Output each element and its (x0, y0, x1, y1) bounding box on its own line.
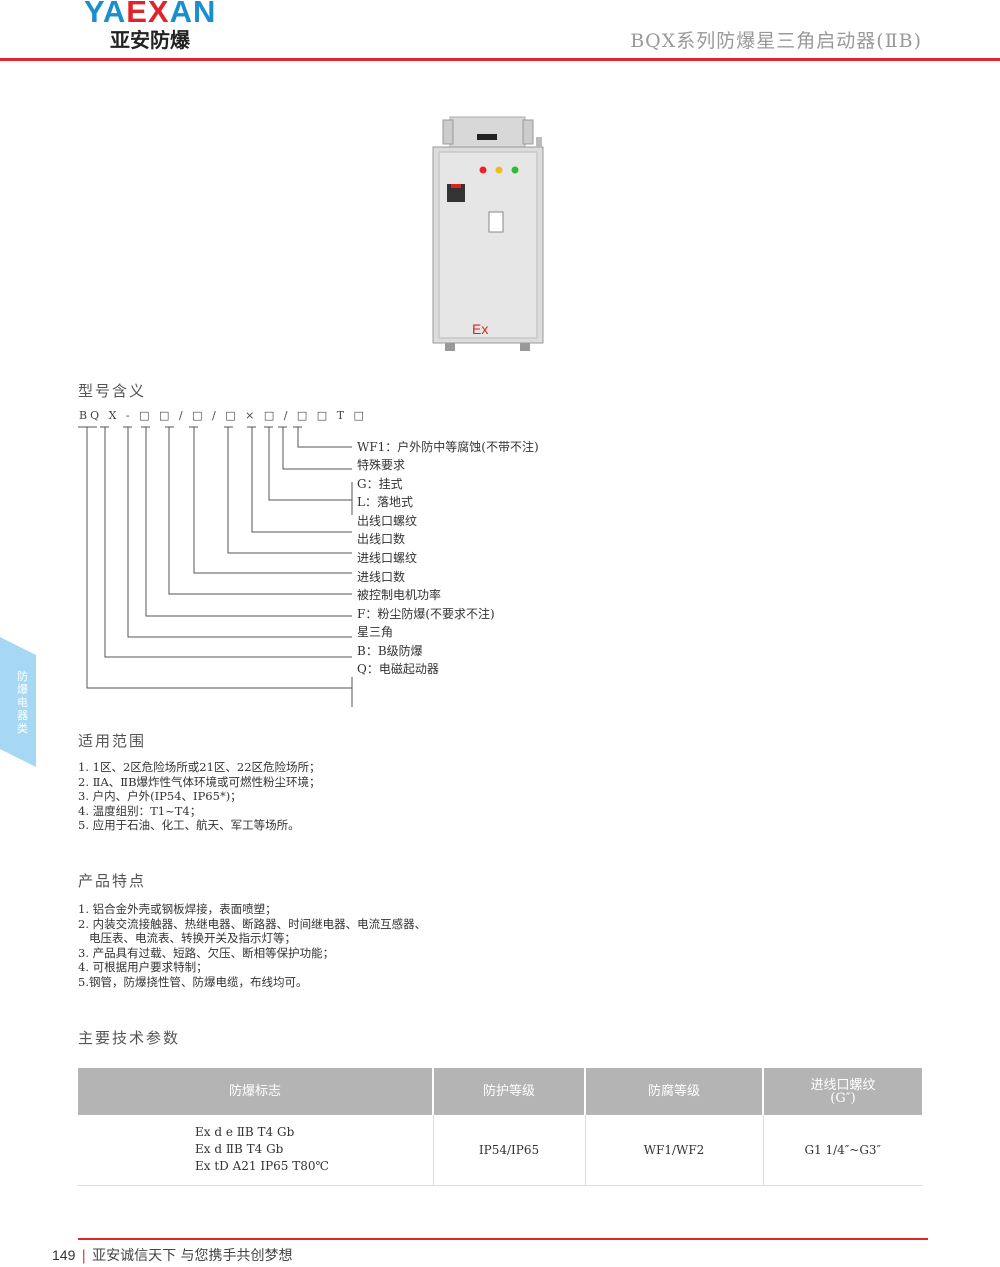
model-label: 出线口螺纹 (357, 514, 418, 528)
scope-item: 4. 温度组别：T1~T4； (78, 803, 202, 818)
leader-wf1 (297, 427, 352, 448)
model-label: 进线口数 (357, 570, 406, 584)
side-tab-label: 防爆电器类 (17, 670, 28, 735)
scope-item: 1. 1区、2区危险场所或21区、22区危险场所； (78, 760, 321, 774)
leader-in-thread (193, 427, 352, 574)
marking-line: Ex d ⅡB T4 Gb (195, 1142, 284, 1157)
col-header-ip: 防护等级 (433, 1068, 586, 1115)
model-label: 被控制电机功率 (357, 588, 442, 602)
feature-item: 电压表、电流表、转换开关及指示灯等； (78, 931, 296, 946)
feature-item: 1. 铝合金外壳或钢板焊接，表面喷塑； (78, 902, 277, 916)
footer-divider (78, 1238, 928, 1240)
cell-anticorrosion: WF1/WF2 (585, 1115, 764, 1186)
page-title: BQX系列防爆星三角启动器(ⅡB) (630, 30, 922, 52)
leader-star-delta (127, 427, 352, 638)
params-heading: 主要技术参数 (78, 1029, 181, 1047)
logo-chinese: 亚安防爆 (110, 28, 190, 52)
leader-mount (268, 427, 353, 515)
leader-b (104, 427, 352, 658)
logo-text: YAEXAN (84, 0, 217, 29)
table-row: Ex d e ⅡB T4 Gb Ex d ⅡB T4 Gb Ex tD A21 … (78, 1115, 922, 1186)
model-label: G：挂式 (357, 477, 403, 491)
model-label: L：落地式 (357, 495, 413, 509)
model-label: F：粉尘防爆(不要求不注) (357, 607, 495, 621)
product-image: Ex (432, 116, 544, 351)
model-label: 星三角 (357, 625, 394, 639)
scope-item: 3. 户内、户外(IP54、IP65*)； (78, 789, 242, 804)
page-number: 149 (52, 1247, 76, 1263)
ex-marking: Ex (472, 321, 488, 337)
col-header-anticorrosion: 防腐等级 (585, 1068, 764, 1115)
side-tab (0, 637, 36, 767)
feature-item: 2. 内装交流接触器、热继电器、断路器、时间继电器、电流互感器、 (78, 916, 427, 931)
features-list: 1. 铝合金外壳或钢板焊接，表面喷塑；2. 内装交流接触器、热继电器、断路器、时… (78, 902, 426, 990)
model-label: WF1：户外防中等腐蚀(不带不注) (357, 440, 539, 454)
marking-line: Ex tD A21 IP65 T80℃ (195, 1159, 329, 1174)
features-heading: 产品特点 (78, 872, 147, 890)
footer: 149|亚安诚信天下 与您携手共创梦想 (52, 1247, 293, 1264)
leader-in-count (168, 427, 352, 595)
cell-thread: G1 1/4″~G3″ (763, 1115, 922, 1186)
leader-q (86, 427, 353, 707)
scope-list: 1. 1区、2区危险场所或21区、22区危险场所；2. ⅡA、ⅡB爆炸性气体环境… (78, 760, 321, 833)
header-divider (0, 58, 1000, 61)
cell-marking: Ex d e ⅡB T4 Gb Ex d ⅡB T4 Gb Ex tD A21 … (78, 1115, 434, 1186)
cell-ip: IP54/IP65 (433, 1115, 586, 1186)
leader-out-count (227, 427, 352, 554)
leader-power (145, 427, 352, 617)
model-label: 进线口螺纹 (357, 551, 418, 565)
model-diagram-lines (78, 426, 353, 707)
col-header-thread: 进线口螺纹(G″) (763, 1068, 922, 1115)
footer-slogan: 亚安诚信天下 与您携手共创梦想 (92, 1248, 293, 1264)
col-header-marking: 防爆标志 (78, 1068, 434, 1115)
feature-item: 5.钢管，防爆挠性管、防爆电缆，布线均可。 (78, 974, 308, 989)
leader-out-thread (251, 427, 352, 533)
scope-item: 5. 应用于石油、化工、航天、军工等场所。 (78, 818, 300, 833)
model-label: 出线口数 (357, 532, 406, 546)
model-label: B：B级防爆 (357, 644, 423, 658)
feature-item: 4. 可根据用户要求特制； (78, 960, 208, 975)
scope-item: 2. ⅡA、ⅡB爆炸性气体环境或可燃性粉尘环境； (78, 774, 321, 789)
thread-header-line1: 进线口螺纹 (810, 1077, 876, 1093)
feature-item: 3. 产品具有过载、短路、欠压、断相等保护功能； (78, 945, 335, 960)
model-heading: 型号含义 (78, 382, 147, 400)
marking-line: Ex d e ⅡB T4 Gb (195, 1125, 295, 1140)
model-code: BQ X - □ □ / □ / □ × □ / □ □ T □ (79, 409, 367, 422)
model-label: Q：电磁起动器 (357, 662, 439, 676)
leader-special (282, 427, 352, 470)
table-header-row: 防爆标志 防护等级 防腐等级 进线口螺纹(G″) (78, 1068, 922, 1115)
model-label: 特殊要求 (357, 458, 406, 472)
scope-heading: 适用范围 (78, 732, 147, 750)
thread-header-line2: (G″) (830, 1090, 856, 1106)
params-table: 防爆标志 防护等级 防腐等级 进线口螺纹(G″) Ex d e ⅡB T4 Gb… (78, 1068, 922, 1186)
